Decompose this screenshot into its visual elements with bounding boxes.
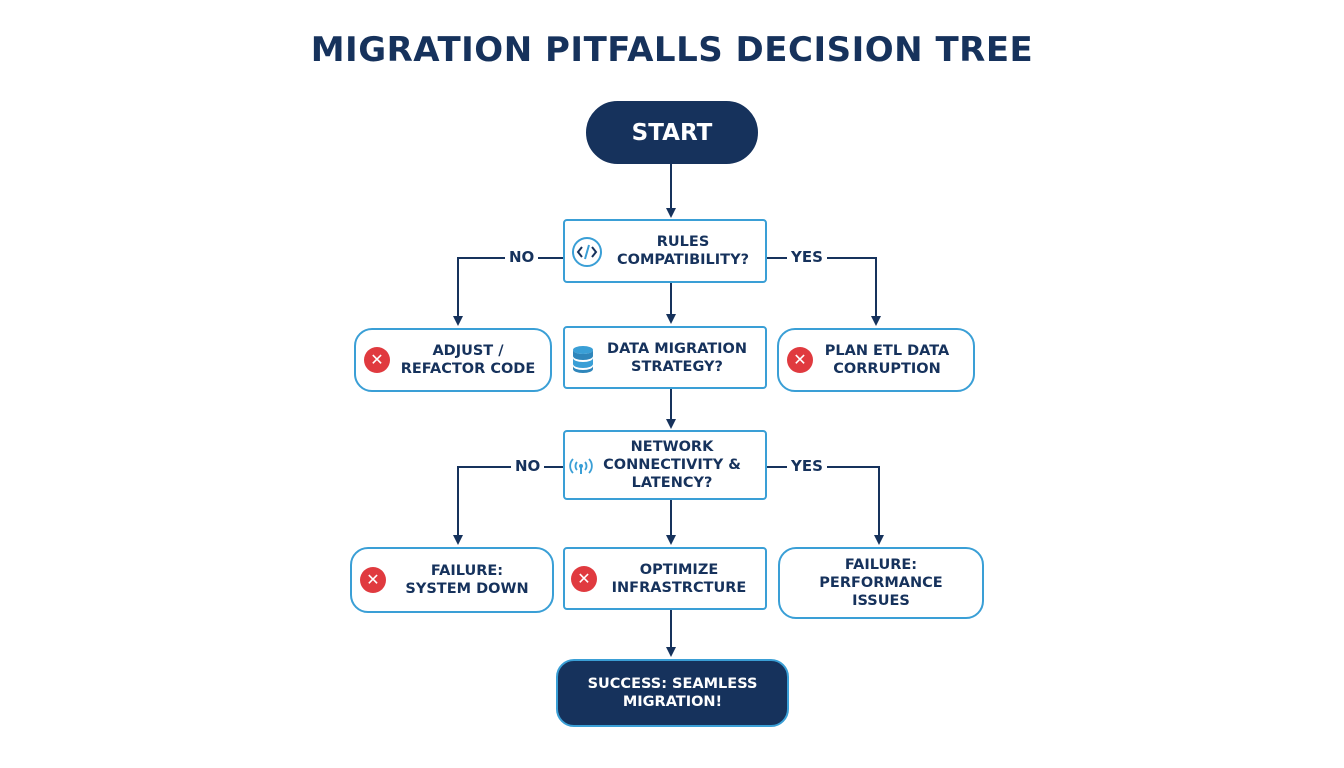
rules-yes-label: YES (787, 248, 827, 266)
plan-etl-node: ✕ PLAN ETL DATA CORRUPTION (777, 328, 975, 392)
diagram-title: MIGRATION PITFALLS DECISION TREE (310, 30, 1034, 70)
edge-rules-no-adjust (453, 257, 563, 326)
adjust-refactor-label: ADJUST / REFACTOR CODE (400, 343, 536, 377)
data-migration-label: DATA MIGRATION STRATEGY? (607, 340, 747, 375)
data-migration-node: DATA MIGRATION STRATEGY? (563, 326, 767, 389)
edge-rules-yes-plan-etl (767, 257, 881, 326)
plan-etl-label: PLAN ETL DATA CORRUPTION (824, 343, 950, 377)
failure-system-down-label: FAILURE: SYSTEM DOWN (405, 563, 529, 597)
adjust-refactor-node: ✕ ADJUST / REFACTOR CODE (354, 328, 552, 392)
error-x-icon: ✕ (360, 567, 386, 593)
failure-performance-label: FAILURE: PERFORMANCE ISSUES (819, 557, 943, 609)
code-icon (571, 236, 603, 268)
rules-compatibility-label: RULES COMPATIBILITY? (617, 234, 749, 268)
start-label: START (631, 119, 713, 146)
failure-system-down-node: ✕ FAILURE: SYSTEM DOWN (350, 547, 554, 613)
network-connectivity-node: NETWORK CONNECTIVITY & LATENCY? (563, 430, 767, 500)
network-no-label: NO (511, 457, 545, 475)
network-connectivity-label: NETWORK CONNECTIVITY & LATENCY? (603, 439, 741, 491)
signal-icon (569, 456, 593, 476)
start-node: START (586, 101, 758, 164)
edge-network-yes-failure-perf (767, 466, 884, 545)
optimize-infrastructure-node: ✕ OPTIMIZE INFRASTRCTURE (563, 547, 767, 610)
network-yes-label: YES (787, 457, 827, 475)
error-x-icon: ✕ (364, 347, 390, 373)
failure-performance-node: FAILURE: PERFORMANCE ISSUES (778, 547, 984, 619)
rules-no-label: NO (505, 248, 539, 266)
success-node: SUCCESS: SEAMLESS MIGRATION! (556, 659, 789, 727)
optimize-infrastructure-label: OPTIMIZE INFRASTRCTURE (611, 561, 747, 596)
rules-compatibility-node: RULES COMPATIBILITY? (563, 219, 767, 283)
success-label: SUCCESS: SEAMLESS MIGRATION! (587, 676, 758, 710)
error-x-icon: ✕ (787, 347, 813, 373)
edge-network-no-failure-down (453, 466, 563, 545)
database-icon (571, 345, 595, 373)
error-x-icon: ✕ (571, 566, 597, 592)
